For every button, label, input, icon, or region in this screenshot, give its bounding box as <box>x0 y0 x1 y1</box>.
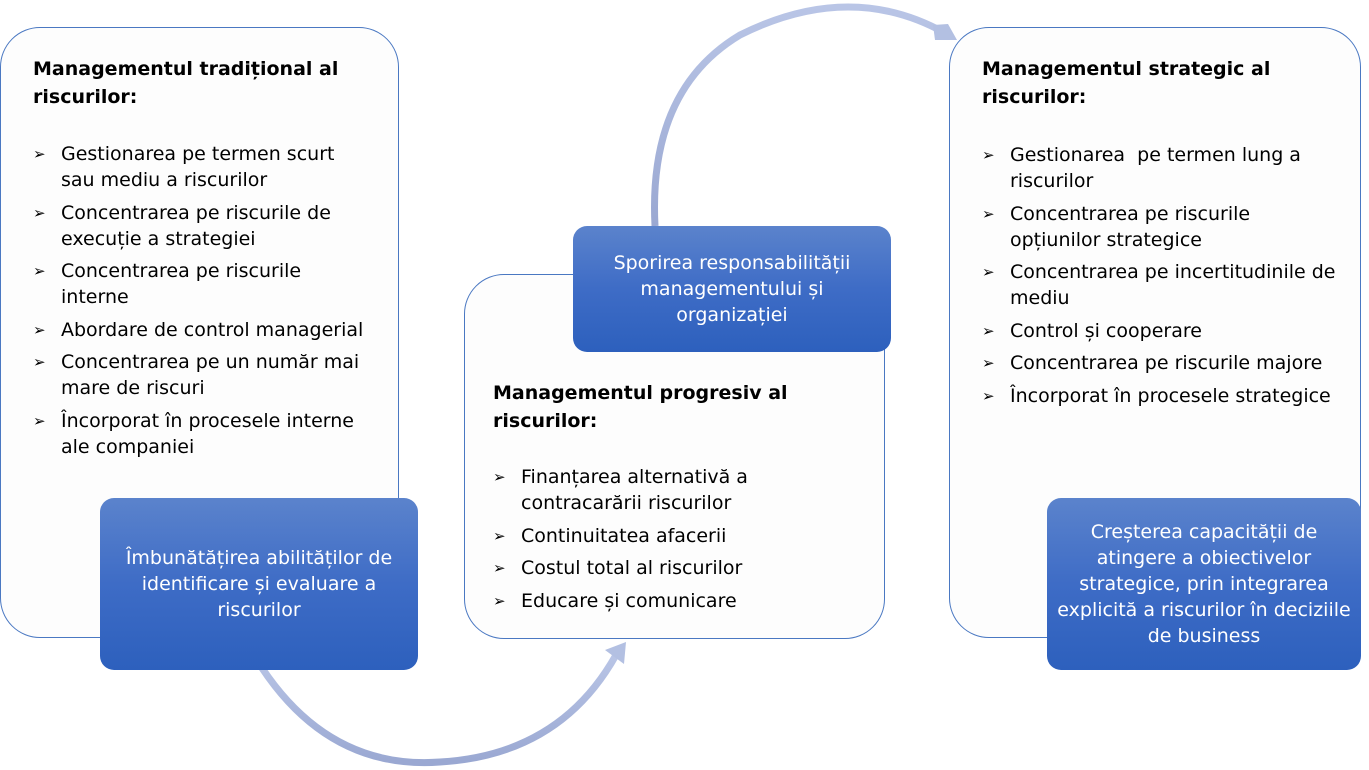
callout-text: Creșterea capacității de atingere a obie… <box>1057 521 1351 647</box>
list-item: ➢Încorporat în procesele strategice <box>982 384 1331 407</box>
bullet-list: ➢Gestionarea pe termen lung a riscurilor… <box>982 142 1342 415</box>
list-item: ➢Încorporat în procesele interne ale com… <box>33 409 354 458</box>
arrowhead-bullet-icon: ➢ <box>33 203 46 222</box>
list-item: ➢Control și cooperare <box>982 319 1202 342</box>
arrowhead-bullet-icon: ➢ <box>982 386 995 405</box>
callout-identification: Îmbunătățirea abilităților de identifica… <box>100 498 418 670</box>
arrowhead-bullet-icon: ➢ <box>493 559 506 577</box>
callout-strategic-capacity: Creșterea capacității de atingere a obie… <box>1047 498 1361 670</box>
list-item: ➢Concentrarea pe riscurile de execuție a… <box>33 201 331 250</box>
arrowhead-bullet-icon: ➢ <box>982 321 995 340</box>
arrowhead-bullet-icon: ➢ <box>982 354 995 372</box>
arrowhead-bullet-icon: ➢ <box>33 411 46 430</box>
list-item: ➢Gestionarea pe termen scurt sau mediu a… <box>33 143 335 191</box>
callout-text: Îmbunătățirea abilităților de identifica… <box>125 547 393 621</box>
list-item: ➢Finanțarea alternativă a contracarării … <box>493 466 748 514</box>
arrowhead-bullet-icon: ➢ <box>33 353 46 371</box>
arrowhead-bottom <box>605 642 626 664</box>
arrowhead-bullet-icon: ➢ <box>33 320 46 339</box>
arrow-traditional-to-progressive <box>259 653 620 767</box>
arrowhead-top <box>933 24 957 40</box>
panel-title: Managementul strategic al riscurilor: <box>982 58 1271 108</box>
bullet-list: ➢Gestionarea pe termen scurt sau mediu a… <box>33 141 373 466</box>
list-item: ➢Gestionarea pe termen lung a riscurilor <box>982 144 1307 192</box>
list-item: ➢Continuitatea afacerii <box>493 524 727 547</box>
arrow-progressive-to-strategic <box>651 3 947 227</box>
list-item: ➢Concentrarea pe incertitudinile de medi… <box>982 261 1336 309</box>
arrowhead-bullet-icon: ➢ <box>493 591 506 610</box>
arrowhead-bullet-icon: ➢ <box>33 262 46 280</box>
arrowhead-bullet-icon: ➢ <box>982 146 995 164</box>
list-item: ➢Concentrarea pe riscurile opțiunilor st… <box>982 202 1251 251</box>
arrowhead-bullet-icon: ➢ <box>982 263 995 281</box>
list-item: ➢Concentrarea pe un număr mai mare de ri… <box>33 351 360 399</box>
list-item: ➢Concentrarea pe riscurile majore <box>982 352 1323 374</box>
callout-text: Sporirea responsabilității managementulu… <box>613 252 851 326</box>
arrowhead-bullet-icon: ➢ <box>33 145 46 163</box>
arrowhead-bullet-icon: ➢ <box>493 468 506 486</box>
list-item: ➢Abordare de control managerial <box>33 318 364 341</box>
arrowhead-bullet-icon: ➢ <box>493 526 506 545</box>
panel-title: Managementul tradițional al riscurilor: <box>33 58 339 108</box>
panel-title: Managementul progresiv al riscurilor: <box>493 382 788 432</box>
list-item: ➢Educare și comunicare <box>493 589 737 612</box>
arrowhead-bullet-icon: ➢ <box>982 204 995 223</box>
callout-responsibility: Sporirea responsabilității managementulu… <box>573 226 891 352</box>
list-item: ➢Concentrarea pe riscurile interne <box>33 260 302 308</box>
list-item: ➢Costul total al riscurilor <box>493 557 743 579</box>
bullet-list: ➢Finanțarea alternativă a contracarării … <box>493 464 863 620</box>
panel-progressive: Managementul progresiv al riscurilor: ➢F… <box>464 274 885 639</box>
